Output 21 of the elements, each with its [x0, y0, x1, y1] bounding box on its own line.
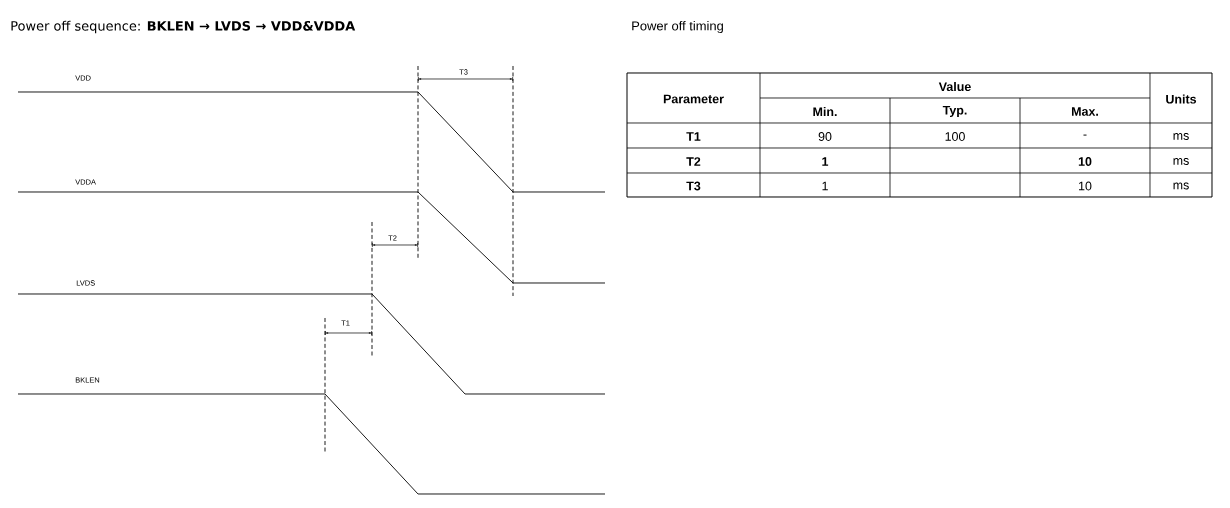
- parameter-name: T1: [686, 132, 701, 141]
- table-header: Units: [1166, 94, 1197, 104]
- table-value: 90: [818, 132, 832, 141]
- table-header: Typ.: [942, 105, 967, 118]
- table-value: ms: [1173, 133, 1189, 140]
- table-value: -: [1083, 134, 1087, 136]
- table-value: ms: [1173, 158, 1189, 165]
- parameter-name: T3: [686, 181, 701, 191]
- table-header: Parameter: [663, 94, 724, 104]
- table-value: 10: [1079, 181, 1092, 191]
- table-value: 100: [945, 132, 965, 141]
- parameter-name: T2: [686, 157, 701, 166]
- table-value: 1: [822, 157, 829, 166]
- table-header: Max.: [1072, 107, 1098, 116]
- title: Power off sequence: BKLEN → LVDS → VDD&VDDA: [11, 20, 356, 34]
- table-value: 10: [1078, 157, 1092, 166]
- table-header: Value: [938, 81, 971, 92]
- table-value: 1: [822, 181, 828, 191]
- table-header: Min.: [813, 107, 837, 116]
- table-value: ms: [1173, 182, 1189, 190]
- table-heading: Power off timing: [632, 20, 723, 34]
